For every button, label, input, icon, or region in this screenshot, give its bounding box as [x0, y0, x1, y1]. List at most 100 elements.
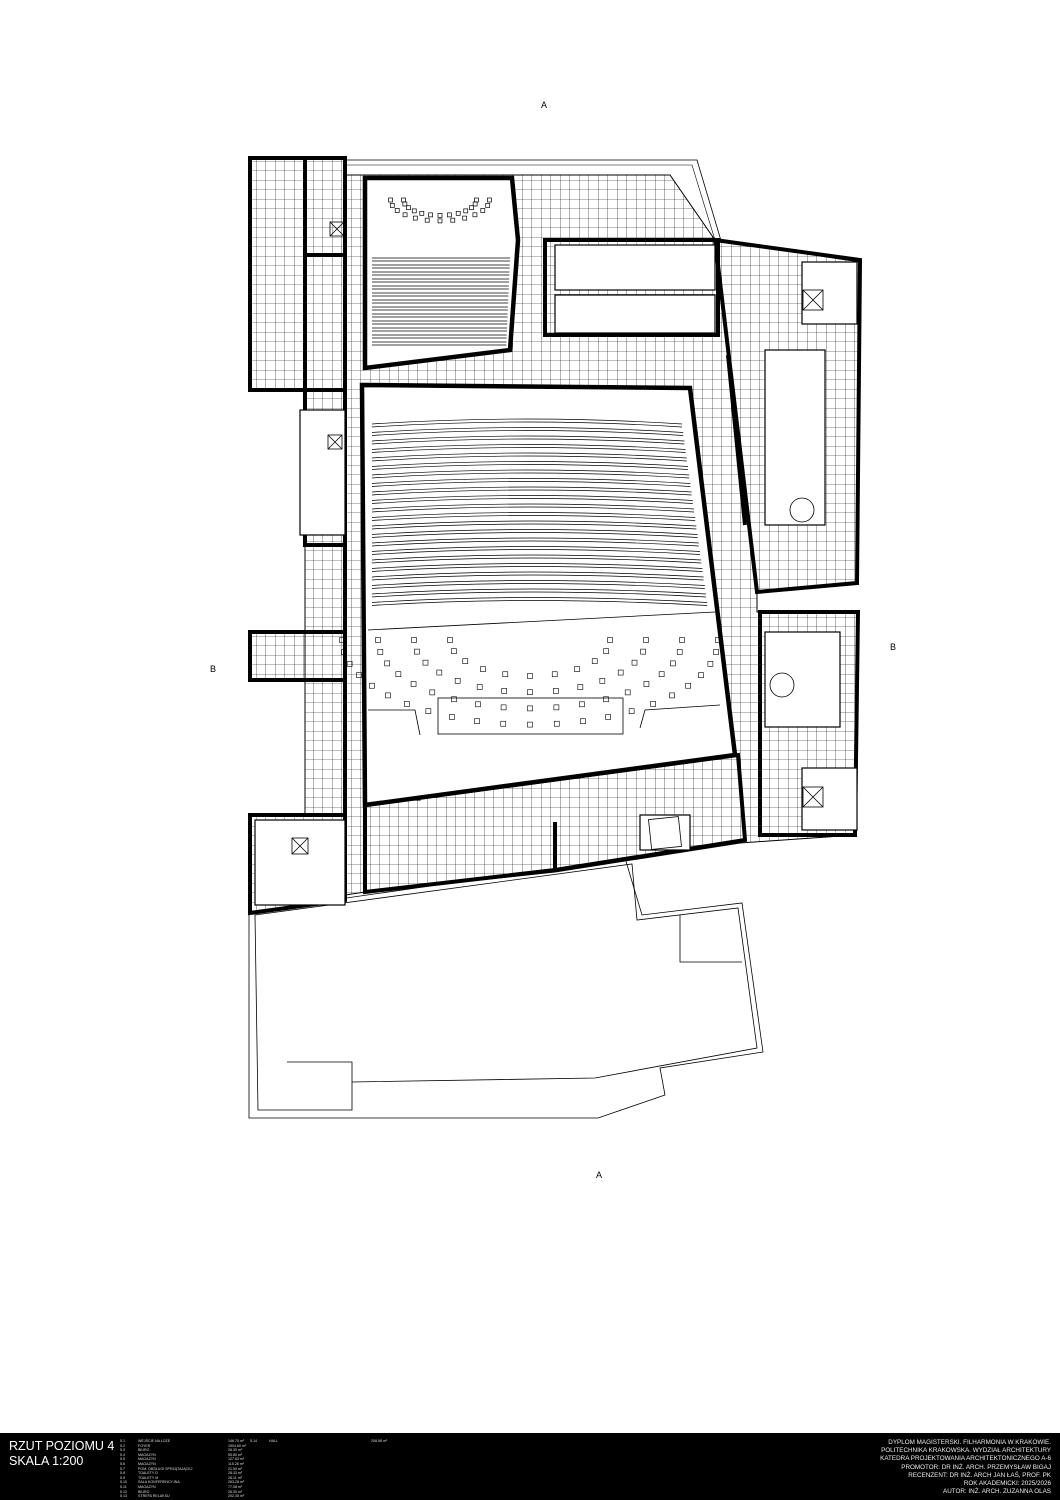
- seat-row: [371, 472, 690, 479]
- chair: [591, 658, 598, 664]
- credit-line: KATEDRA PROJEKTOWANIA ARCHITEKTONICZNEGO…: [880, 1455, 1051, 1463]
- chair: [527, 721, 533, 728]
- seat-row: [371, 447, 686, 453]
- legend-name: WEJŚCIE NA LOŻE: [138, 1439, 171, 1443]
- legend-area: 202.35 m²: [228, 1494, 245, 1499]
- floor-plan: [248, 156, 863, 1119]
- seat-row: [371, 540, 699, 547]
- chair: [607, 637, 613, 643]
- seat-row: [371, 444, 686, 450]
- legend-area: 208.58 m²: [371, 1439, 388, 1443]
- seat-row: [371, 452, 687, 459]
- drawing-title: RZUT POZIOMU 4: [9, 1439, 115, 1453]
- seat-row: [371, 506, 695, 513]
- legend-name: MAGAZYN: [138, 1457, 156, 1462]
- chair: [412, 215, 418, 221]
- chair: [527, 673, 533, 679]
- chair: [375, 637, 381, 643]
- seat-row: [371, 591, 707, 598]
- legend-name: MAGAZYN: [138, 1461, 156, 1466]
- section-marker-left: B: [210, 664, 217, 674]
- drawing-scale: SKALA 1:200: [9, 1454, 84, 1468]
- chair: [631, 659, 638, 666]
- seat-row: [371, 546, 701, 552]
- seat-row: [371, 455, 687, 462]
- seat-row: [371, 554, 702, 561]
- chair: [628, 708, 635, 714]
- chair: [500, 720, 507, 727]
- chair: [605, 714, 611, 720]
- seat-row: [371, 486, 692, 493]
- chair: [462, 215, 468, 221]
- credit-line: POLITECHNIKA KRAKOWSKA. WYDZIAŁ ARCHITEK…: [881, 1447, 1051, 1455]
- chair: [395, 671, 402, 678]
- chair: [658, 671, 665, 678]
- credits: DYPLOM MAGISTERSKI. FILHARMONIA W KRAKOW…: [880, 1439, 1051, 1496]
- chair: [713, 649, 719, 655]
- legend-name: STREFA RELAKSU: [138, 1494, 170, 1499]
- chair: [454, 678, 461, 684]
- chair: [428, 212, 433, 218]
- seat-row: [371, 430, 684, 436]
- chair: [356, 672, 362, 678]
- chair: [551, 671, 558, 678]
- seat-row: [371, 557, 702, 564]
- orchestra-chairs: [339, 637, 721, 728]
- seat-row: [371, 583, 705, 589]
- seat-row: [371, 597, 708, 603]
- seat-row: [371, 600, 708, 606]
- chair: [424, 217, 430, 223]
- chair: [406, 205, 411, 211]
- chair: [463, 208, 469, 214]
- legend-number: 5.14: [250, 1439, 257, 1443]
- chair: [553, 704, 560, 711]
- chair: [436, 669, 443, 676]
- chair: [451, 648, 457, 654]
- chair: [346, 661, 353, 667]
- seat-row: [371, 503, 695, 510]
- legend-no: 5.10: [120, 1480, 127, 1485]
- seat-row: [371, 464, 689, 470]
- chair: [603, 648, 609, 654]
- chair: [422, 659, 429, 666]
- chair: [640, 648, 646, 655]
- chair: [679, 637, 685, 643]
- chair: [502, 671, 509, 678]
- legend-no: 5.5: [120, 1457, 125, 1462]
- seat-row: [371, 478, 691, 484]
- legend-area: 1904.60 m²: [228, 1443, 247, 1448]
- credit-line: PROMOTOR: DR INŻ. ARCH. PRZEMYSŁAW BIGAJ: [901, 1463, 1051, 1471]
- credit-line: RECENZENT: DR INŻ. ARCH JAN ŁAŚ, PROF. P…: [908, 1471, 1051, 1479]
- seat-row: [371, 549, 701, 555]
- chair: [617, 669, 624, 676]
- chair: [447, 637, 453, 643]
- seat-row: [371, 571, 704, 578]
- legend-area: 263.28 m²: [228, 1480, 245, 1485]
- chair: [476, 684, 483, 690]
- seat-row: [371, 574, 704, 581]
- chair: [449, 714, 455, 720]
- legend-no: 5.3: [120, 1448, 125, 1453]
- chair: [624, 689, 631, 696]
- chair: [455, 210, 461, 216]
- seat-row: [371, 461, 689, 467]
- chair: [462, 658, 469, 664]
- legend-no: 5.12: [120, 1489, 127, 1494]
- legend-name: FOYER: [138, 1443, 151, 1448]
- legend-area: 77.08 m²: [228, 1484, 243, 1489]
- seat-row: [371, 580, 705, 586]
- seat-row: [371, 537, 699, 544]
- chair: [553, 720, 560, 727]
- chair: [404, 701, 410, 707]
- legend-no: 5.9: [120, 1475, 125, 1480]
- legend-name: MAGAZYN: [138, 1484, 156, 1489]
- section-marker-right: B: [890, 642, 897, 652]
